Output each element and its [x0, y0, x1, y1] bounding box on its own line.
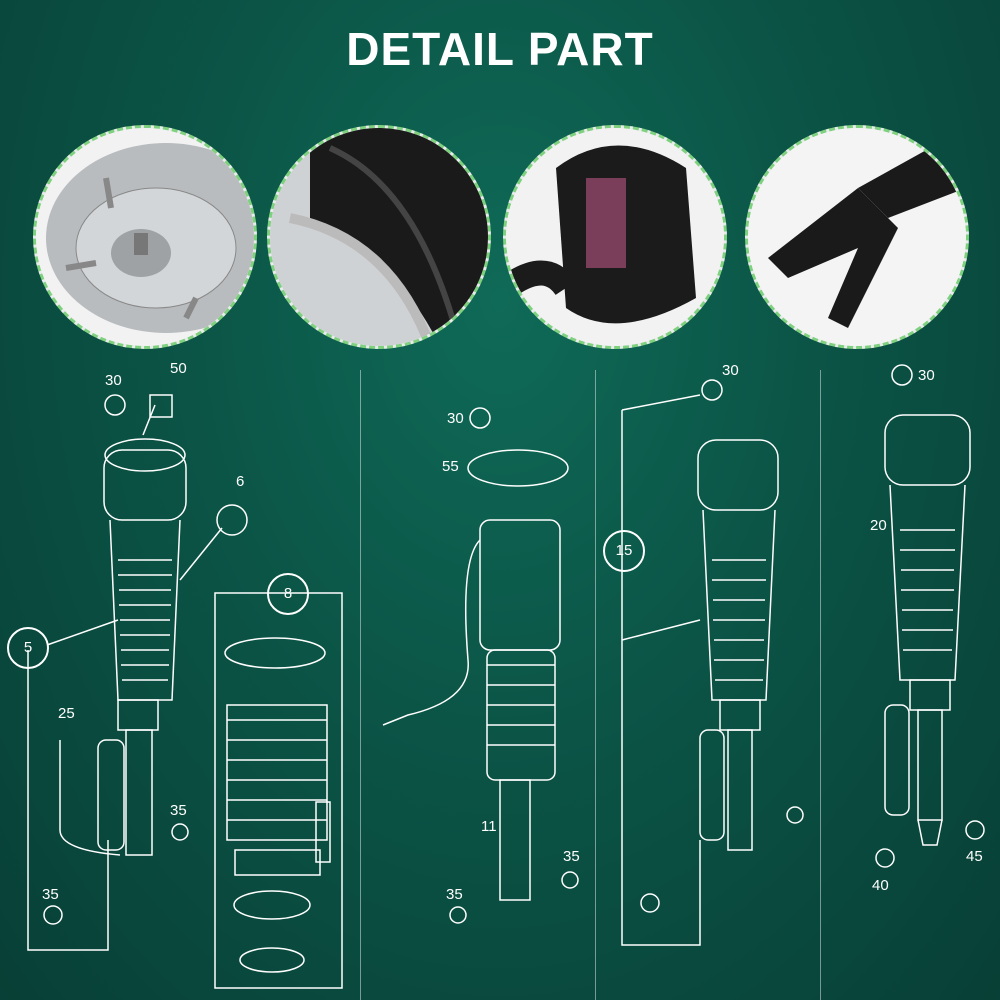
part-label: 55: [442, 458, 459, 475]
part-label: 35: [563, 848, 580, 865]
divider: [595, 370, 596, 1000]
part-callout: 8: [267, 573, 309, 615]
part-label: 30: [722, 362, 739, 379]
divider: [820, 370, 821, 1000]
page-title: DETAIL PART: [346, 23, 654, 75]
part-label: 45: [966, 848, 983, 865]
part-label: 20: [870, 517, 887, 534]
part-label: 50: [170, 360, 187, 377]
strut-mount-photo: [33, 125, 257, 349]
part-label: 35: [446, 886, 463, 903]
part-label: 25: [58, 705, 75, 722]
part-label: 6: [236, 473, 245, 490]
part-label: 35: [170, 802, 187, 819]
part-label: 30: [447, 410, 464, 427]
fork-bracket-photo: [745, 125, 969, 349]
air-bellows-photo: [267, 125, 491, 349]
part-label: 11: [481, 818, 497, 835]
part-label: 30: [105, 372, 122, 389]
kit-8-frame: [214, 592, 343, 989]
connector-plug-photo: [503, 125, 727, 349]
divider: [360, 370, 361, 1000]
part-label: 30: [918, 367, 935, 384]
part-label: 35: [42, 886, 59, 903]
part-label: 40: [872, 877, 889, 894]
part-callout: 15: [603, 530, 645, 572]
air-strut-drawing-1: [59, 438, 187, 856]
part-callout: 5: [7, 627, 49, 669]
